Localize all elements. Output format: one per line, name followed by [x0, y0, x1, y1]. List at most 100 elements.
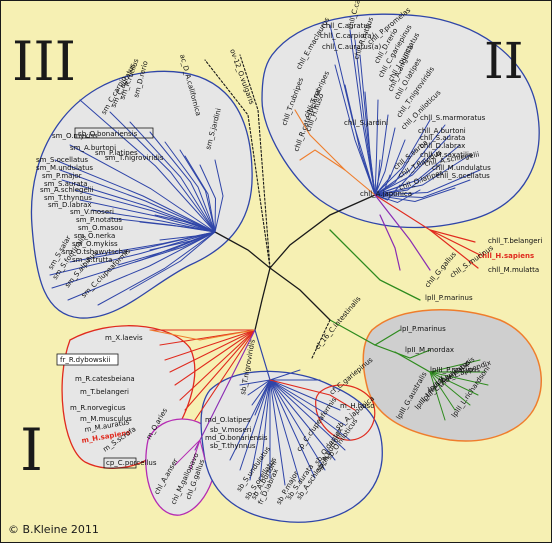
leaf-label: md_O.latipes	[205, 416, 251, 424]
branch-clade-III	[199, 164, 217, 233]
branch-birds	[199, 439, 206, 461]
leaf-label: m_R.catesbeiana	[75, 375, 135, 383]
branch-clade-III	[164, 141, 216, 233]
outline-huso-group	[315, 384, 376, 441]
outline-clade-III	[30, 70, 253, 319]
branch-clade-III	[67, 231, 216, 301]
branch-chll-rana	[299, 149, 346, 171]
copyright-text: © B.Kleine 2011	[8, 523, 99, 536]
branch-fish-I	[269, 369, 301, 381]
branch-fish-I	[269, 379, 346, 451]
leaf-label: sm_P.major	[42, 172, 82, 180]
leaf-label: m_R.norvegicus	[70, 404, 126, 412]
box-fr-r-dybowskii	[56, 353, 119, 366]
leaf-label: chll_A.burtoni	[418, 127, 466, 135]
branch-clade-II	[354, 39, 376, 196]
branch-fish-I	[269, 379, 346, 426]
branch-fish-I	[269, 379, 336, 461]
branch-fish-I	[239, 379, 271, 386]
branch-ci-intestinalis	[311, 319, 331, 359]
branch-chll-g-gallus	[379, 214, 401, 271]
branch-clade-II	[374, 154, 471, 196]
branch-clade-III	[59, 169, 216, 233]
branch-ac-californica	[204, 59, 271, 269]
branch-lp	[429, 371, 489, 386]
branch-clade-III	[91, 209, 216, 233]
branch-mammals	[169, 329, 256, 373]
branch-mammals	[174, 329, 256, 386]
leaf-label: sm_T.thynnus	[44, 194, 92, 202]
backbone-I	[254, 267, 271, 331]
branch-clade-III	[129, 121, 216, 233]
leaf-label: chll_C.carpio(a)	[320, 32, 374, 40]
branch-fish-I	[239, 379, 271, 471]
branch-clade-II	[329, 24, 376, 196]
leaf-label: chll_C.auratus(a)	[322, 43, 382, 51]
clade-label-III: III	[12, 30, 76, 93]
leaf-label: sm_D.labrax	[48, 201, 92, 209]
branch-fish-I	[229, 379, 271, 461]
branch-lp	[429, 371, 456, 411]
branch-clade-II	[374, 174, 391, 196]
clade-label-I: I	[20, 416, 43, 484]
branch-fish-I	[247, 379, 271, 396]
leaf-label: sm_O.mykiss	[52, 132, 98, 140]
branch-clade-II	[374, 99, 379, 196]
leaf-label: chll_S.ocellatus	[436, 172, 490, 180]
branch-fish-I	[269, 379, 316, 479]
branch-clade-III	[69, 144, 216, 233]
branch-fish-I	[269, 379, 286, 486]
label-boxes	[56, 127, 154, 469]
leaf-label: m_T.belangeri	[80, 388, 129, 396]
branch-clade-III	[149, 131, 216, 233]
branch-fish-I	[249, 379, 271, 481]
branch-clade-II	[374, 184, 401, 201]
branch-fish-I	[254, 329, 271, 381]
leaf-label: m_M.musculus	[80, 415, 132, 423]
branch-clade-III	[139, 221, 216, 233]
branch-chll-h-huso	[294, 109, 376, 196]
branch-fish-I	[269, 379, 351, 441]
branch-chll-s-murinus	[374, 194, 431, 271]
branch-clade-II	[374, 124, 446, 196]
branch-clade-III	[79, 99, 216, 233]
branch-clade-III	[51, 231, 216, 289]
outline-lamprey-group	[362, 309, 542, 442]
box-cp-c-porcellus	[103, 457, 137, 469]
leaf-label: chll_S.aurata	[420, 134, 465, 142]
box-sb-o-bonariensis	[74, 127, 154, 139]
leaf-label: lpll_P.marinus	[425, 294, 473, 302]
leaf-label: chll_M.undulatus	[432, 164, 491, 172]
branch-lpll-p-marinus	[329, 229, 421, 301]
branch-clade-III	[97, 231, 216, 306]
branch-clade-II	[374, 127, 396, 196]
branch-clade-II	[364, 91, 376, 196]
leaf-label: chll_M.saxatilis	[420, 151, 473, 159]
leaf-label: chll_D.labrax	[420, 142, 465, 150]
leaf-label: sb_V.moseri	[210, 426, 252, 434]
branch-clade-II	[374, 134, 451, 196]
branch-clade-II	[334, 64, 376, 196]
branch-mammals	[164, 329, 256, 361]
branch-mammals	[194, 329, 256, 421]
clade-label-II: II	[484, 32, 524, 90]
backbone-lamprey	[269, 267, 331, 321]
branch-x-laevis	[149, 329, 256, 341]
leaf-label: sm_A.schlegelii	[40, 186, 94, 194]
leaf-label: chll_H.sapiens	[478, 252, 534, 260]
branch-lp	[374, 344, 431, 359]
leaf-label: lpII_M.mordax	[405, 346, 454, 354]
leaf-label: sm_S.aurata	[44, 180, 88, 188]
branch-clade-III	[54, 159, 216, 233]
backbone-II	[269, 194, 376, 269]
branch-m-huso	[269, 379, 356, 411]
leaf-label: m_H.huso	[340, 402, 375, 410]
branch-lp	[429, 371, 446, 421]
branch-mammals	[184, 329, 256, 411]
leaf-label: chll_T.belangeri	[488, 237, 542, 245]
branch-mammals	[179, 329, 256, 401]
branch-fish-I	[251, 379, 271, 406]
branch-clade-II	[374, 187, 456, 203]
